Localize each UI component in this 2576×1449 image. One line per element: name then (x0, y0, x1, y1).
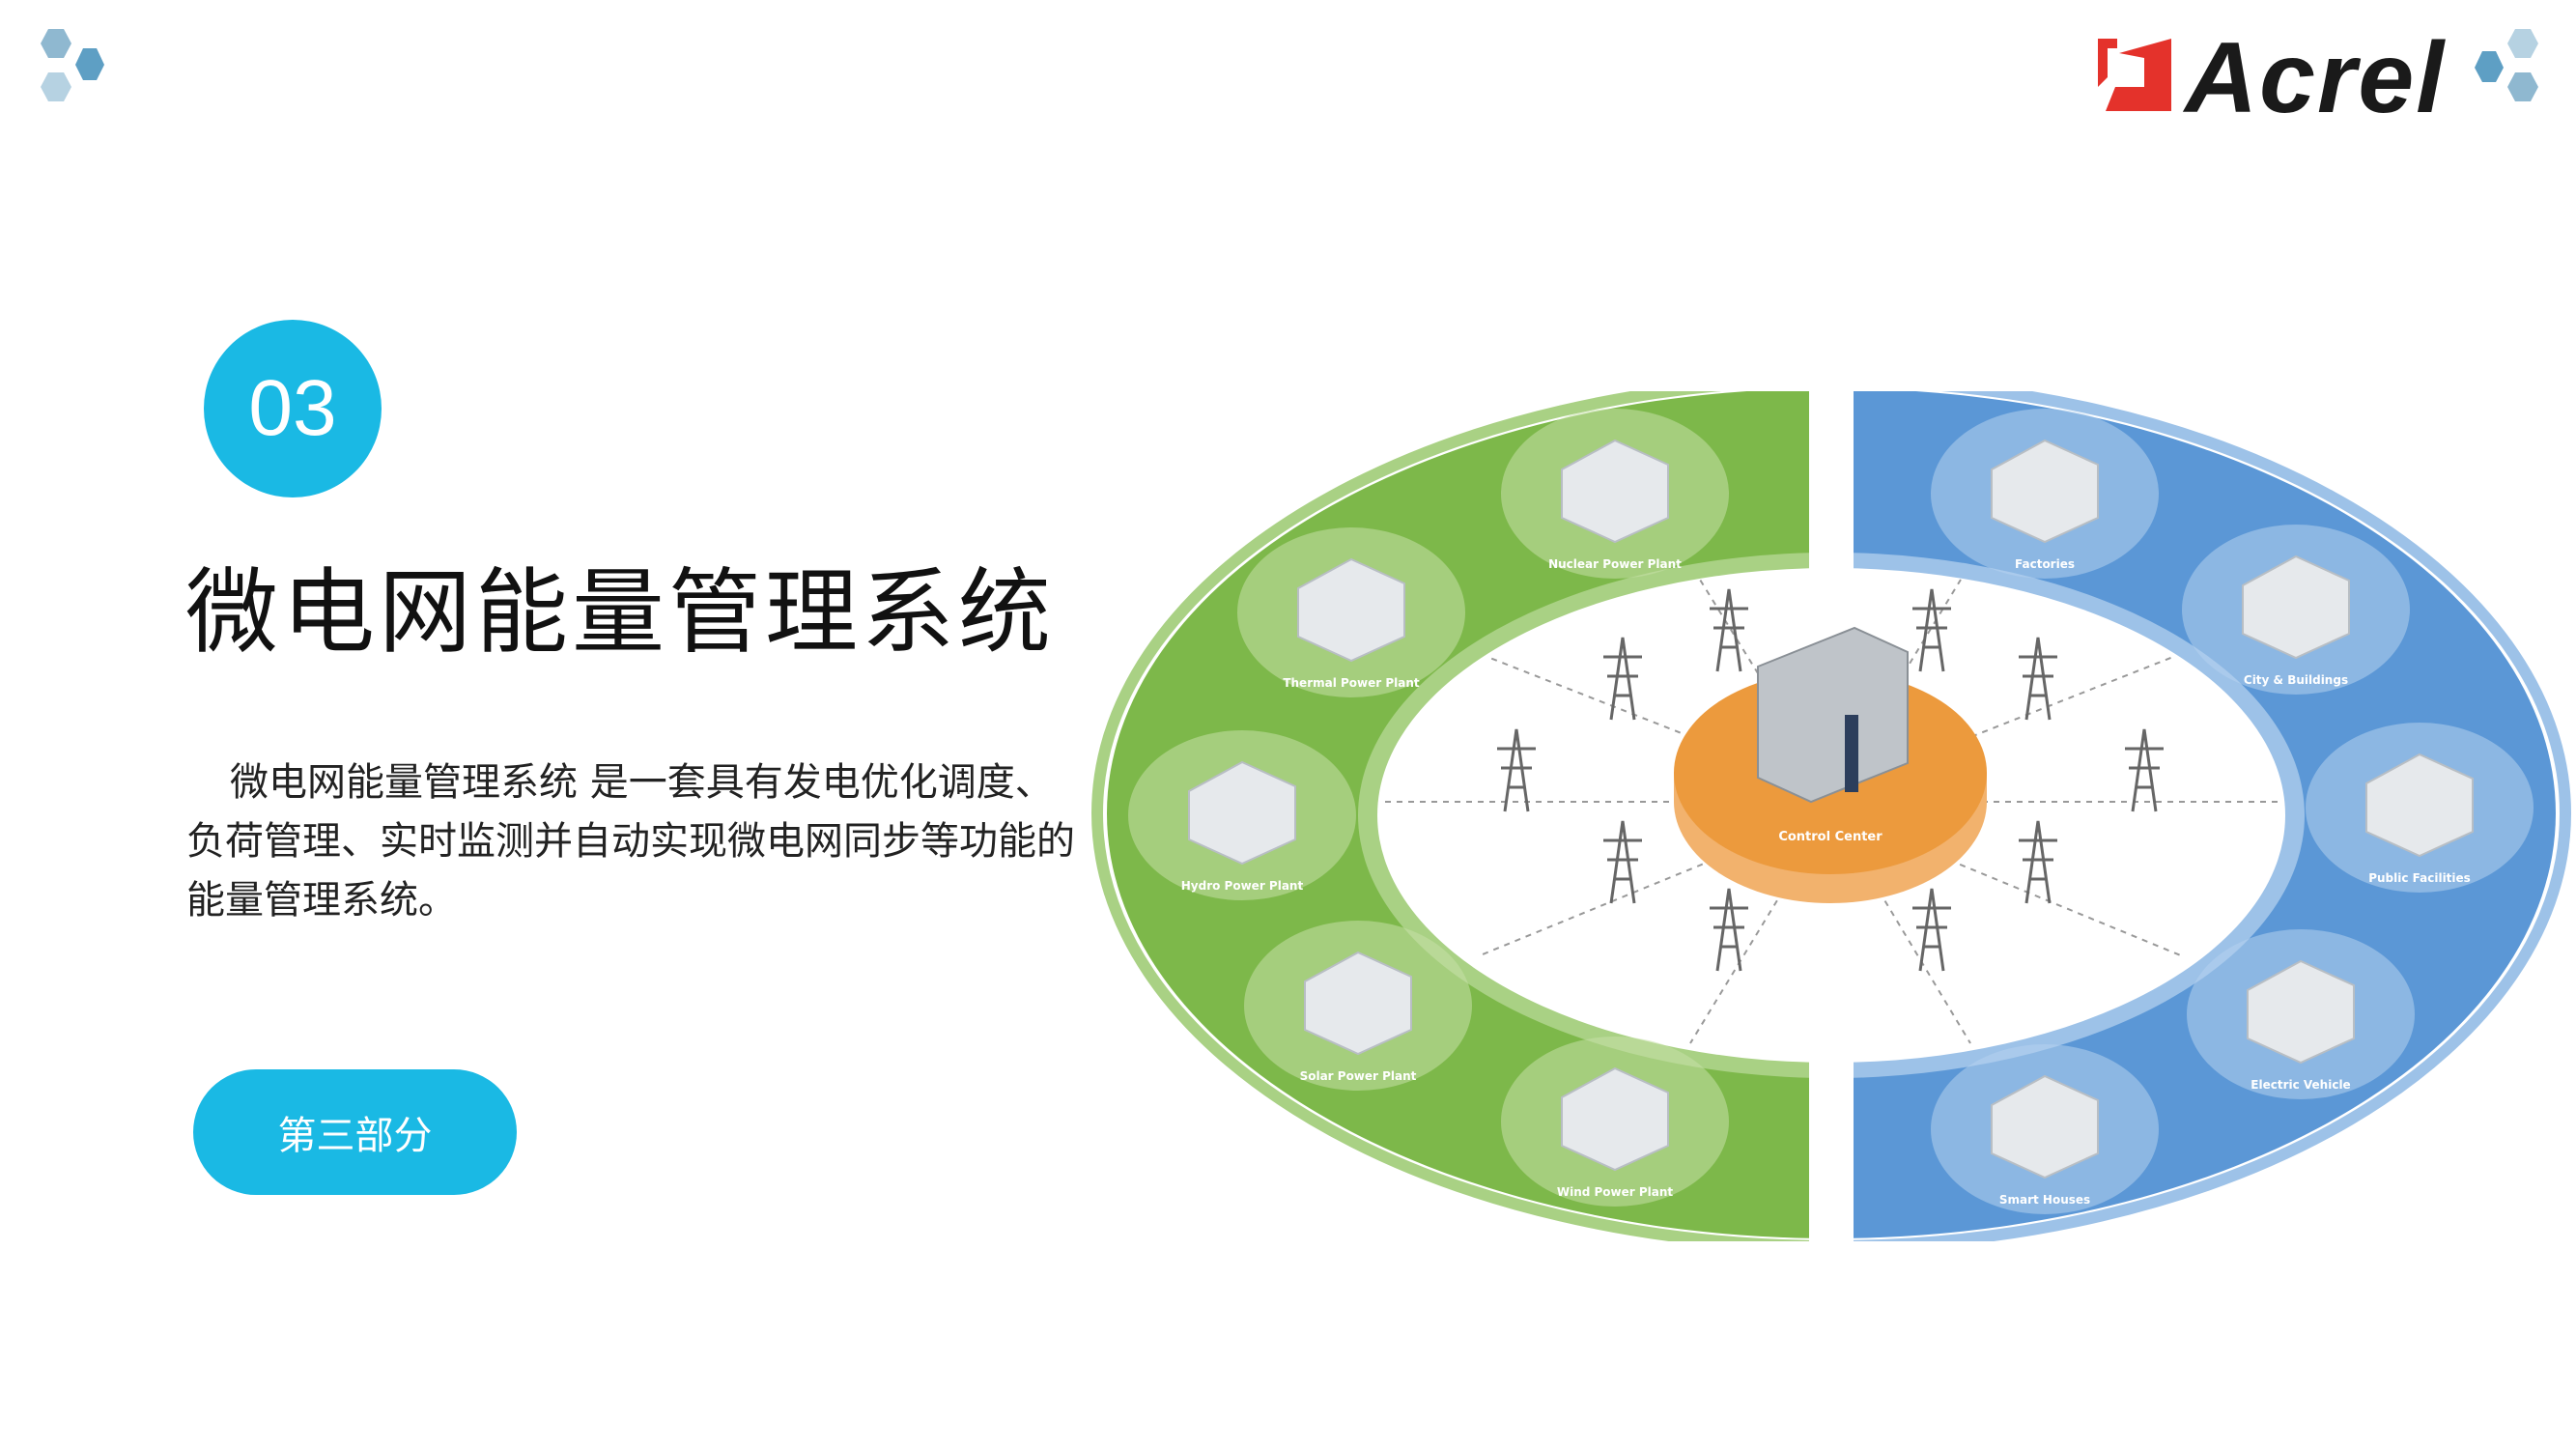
consumption-node: City & Buildings (2182, 525, 2410, 695)
building-icon (2242, 554, 2350, 660)
control-center-label: Control Center (1778, 830, 1882, 844)
consumption-node: Smart Houses (1931, 1044, 2159, 1214)
description-text: 微电网能量管理系统 是一套具有发电优化调度、负荷管理、实时监测并自动实现微电网同… (186, 760, 1075, 923)
generation-label: Thermal Power Plant (1283, 676, 1420, 690)
transmission-tower-icon (2019, 820, 2057, 904)
generation-node: Thermal Power Plant (1237, 527, 1465, 697)
section-number-badge: 03 (204, 320, 382, 497)
generation-node: Hydro Power Plant (1128, 730, 1356, 900)
hexagon-decoration-left-icon (41, 29, 104, 101)
building-icon (1188, 760, 1296, 866)
transmission-tower-icon (1603, 820, 1642, 904)
transmission-tower-icon (1912, 588, 1951, 672)
transmission-tower-icon (1912, 888, 1951, 972)
consumption-node: Electric Vehicle (2187, 929, 2415, 1099)
operator-icon (1845, 715, 1858, 792)
server-rack-icon (1757, 626, 1909, 804)
generation-label: Wind Power Plant (1557, 1185, 1674, 1199)
consumption-label: Smart Houses (1999, 1193, 2090, 1207)
acrel-logo-icon (2098, 39, 2171, 111)
building-icon (1561, 439, 1669, 544)
section-part-button[interactable]: 第三部分 (193, 1069, 517, 1195)
transmission-towers (1497, 588, 2164, 972)
consumption-label: Electric Vehicle (2250, 1078, 2350, 1092)
transmission-tower-icon (1497, 728, 1536, 812)
building-icon (1991, 439, 2099, 544)
building-icon (1561, 1066, 1669, 1172)
building-icon (1304, 951, 1412, 1056)
consumption-label: Public Facilities (2368, 871, 2471, 885)
acrel-logo-text: Acrel (2185, 22, 2447, 134)
building-icon (1297, 557, 1405, 663)
consumption-node: Public Facilities (2306, 723, 2534, 893)
generation-label: Solar Power Plant (1300, 1069, 1417, 1083)
consumption-node: Factories (1931, 409, 2159, 579)
consumption-label: Factories (2015, 557, 2075, 571)
building-icon (1991, 1074, 2099, 1179)
page-title: 微电网能量管理系统 (185, 558, 1055, 667)
transmission-tower-icon (1710, 888, 1748, 972)
generation-node: Wind Power Plant (1501, 1037, 1729, 1207)
transmission-tower-icon (2125, 728, 2164, 812)
transmission-tower-icon (1603, 637, 1642, 721)
generation-node: Nuclear Power Plant (1501, 409, 1729, 579)
generation-label: Hydro Power Plant (1181, 879, 1304, 893)
transmission-tower-icon (1710, 588, 1748, 672)
consumption-label: City & Buildings (2244, 673, 2348, 687)
generation-label: Nuclear Power Plant (1548, 557, 1682, 571)
transmission-tower-icon (2019, 637, 2057, 721)
generation-node: Solar Power Plant (1244, 921, 1472, 1091)
building-icon (2365, 753, 2474, 858)
building-icon (2247, 959, 2355, 1065)
control-center: Control Center (1674, 626, 1987, 903)
hexagon-decoration-right-icon (2475, 29, 2538, 101)
